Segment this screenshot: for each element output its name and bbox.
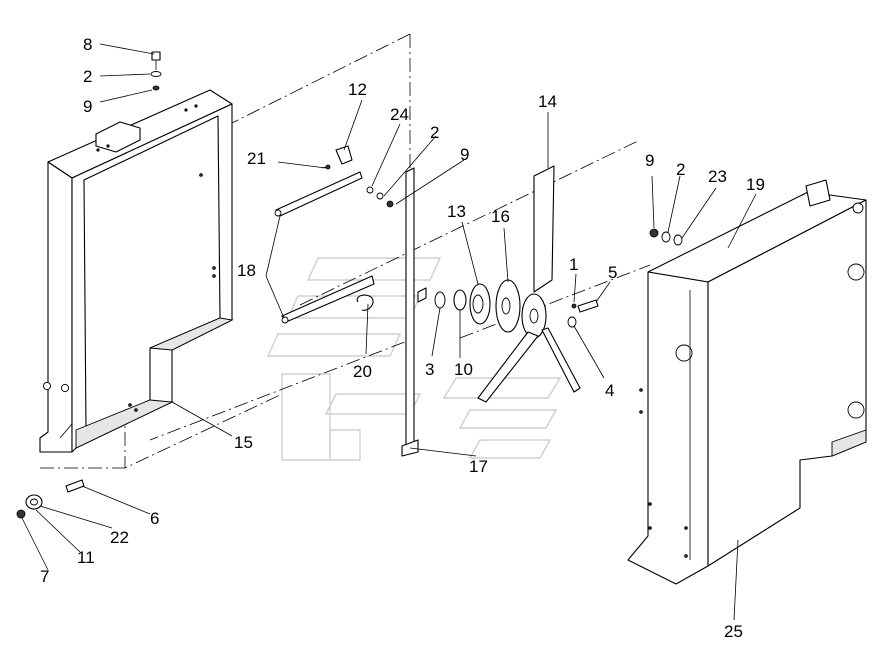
callout-15: 15 bbox=[234, 433, 253, 452]
callout-25: 25 bbox=[724, 622, 743, 641]
callout-9-top: 9 bbox=[83, 97, 92, 116]
callout-20: 20 bbox=[353, 362, 372, 381]
callout-1: 1 bbox=[569, 255, 578, 274]
callout-24: 24 bbox=[390, 105, 409, 124]
callout-16: 16 bbox=[491, 207, 510, 226]
top-bolt-stack bbox=[150, 51, 162, 91]
callout-7: 7 bbox=[40, 567, 49, 586]
callout-9-mid: 9 bbox=[460, 145, 469, 164]
fan-hub-parts bbox=[417, 279, 521, 333]
callout-2-mid: 2 bbox=[430, 123, 439, 142]
callout-17: 17 bbox=[469, 457, 488, 476]
callout-13: 13 bbox=[447, 202, 466, 221]
shroud-frame bbox=[39, 89, 234, 453]
bracket-arms bbox=[274, 145, 394, 324]
vertical-rod bbox=[401, 167, 419, 457]
callout-19: 19 bbox=[746, 175, 765, 194]
callout-labels: 8 2 9 12 24 2 9 21 14 13 16 9 2 23 19 18… bbox=[40, 35, 765, 641]
callout-3: 3 bbox=[425, 360, 434, 379]
callout-11: 11 bbox=[77, 548, 95, 567]
callout-9-right: 9 bbox=[645, 151, 654, 170]
callout-8: 8 bbox=[83, 35, 92, 54]
fan-blades bbox=[477, 165, 581, 403]
spring-clip bbox=[356, 294, 374, 311]
callout-14: 14 bbox=[538, 92, 557, 111]
callout-5: 5 bbox=[608, 263, 617, 282]
callout-18: 18 bbox=[237, 261, 256, 280]
radiator-core bbox=[627, 179, 867, 585]
callout-2-top: 2 bbox=[83, 67, 92, 86]
callout-10: 10 bbox=[454, 360, 473, 379]
callout-23: 23 bbox=[708, 167, 727, 186]
blade-bolt bbox=[567, 299, 599, 328]
callout-4: 4 bbox=[605, 381, 614, 400]
callout-12: 12 bbox=[348, 80, 367, 99]
leader-lines bbox=[21, 43, 757, 621]
callout-2-right: 2 bbox=[676, 160, 685, 179]
callout-22: 22 bbox=[110, 528, 129, 547]
callout-21: 21 bbox=[247, 149, 266, 168]
callout-6: 6 bbox=[150, 509, 159, 528]
lower-bolt-stack bbox=[16, 479, 85, 519]
